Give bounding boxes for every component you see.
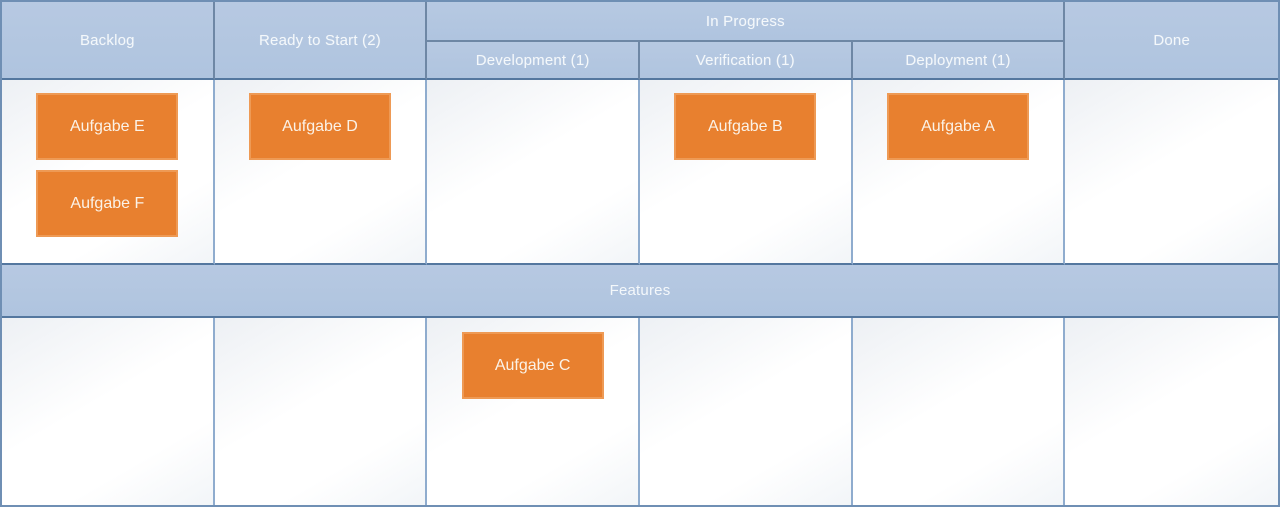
cell-features-development[interactable]: Aufgabe C: [427, 318, 640, 505]
cell-features-ready-to-start[interactable]: [214, 318, 428, 505]
card-aufgabe-d[interactable]: Aufgabe D: [248, 93, 391, 160]
cell-main-verification[interactable]: Aufgabe B: [640, 80, 853, 265]
column-header-development: Development (1): [427, 42, 640, 80]
card-aufgabe-b[interactable]: Aufgabe B: [674, 93, 817, 160]
cell-features-backlog[interactable]: [2, 318, 215, 505]
cell-features-done[interactable]: [1065, 318, 1278, 505]
cell-main-backlog[interactable]: Aufgabe E Aufgabe F: [2, 80, 215, 265]
cell-main-done[interactable]: [1065, 80, 1278, 265]
column-header-ready-to-start: Ready to Start (2): [214, 2, 428, 80]
column-header-done: Done: [1065, 2, 1278, 80]
cell-main-development[interactable]: [427, 80, 640, 265]
column-header-backlog: Backlog: [2, 2, 215, 80]
cell-main-ready-to-start[interactable]: Aufgabe D: [214, 80, 428, 265]
cell-features-verification[interactable]: [640, 318, 853, 505]
card-aufgabe-e[interactable]: Aufgabe E: [36, 93, 179, 160]
card-aufgabe-c[interactable]: Aufgabe C: [461, 332, 604, 399]
column-header-deployment: Deployment (1): [852, 42, 1066, 80]
card-aufgabe-f[interactable]: Aufgabe F: [36, 170, 179, 237]
column-header-verification: Verification (1): [640, 42, 853, 80]
cell-main-deployment[interactable]: Aufgabe A: [852, 80, 1066, 265]
column-group-header-in-progress: In Progress: [427, 2, 1066, 42]
card-aufgabe-a[interactable]: Aufgabe A: [886, 93, 1029, 160]
cell-features-deployment[interactable]: [852, 318, 1066, 505]
swimlane-header-features: Features: [2, 265, 1278, 318]
